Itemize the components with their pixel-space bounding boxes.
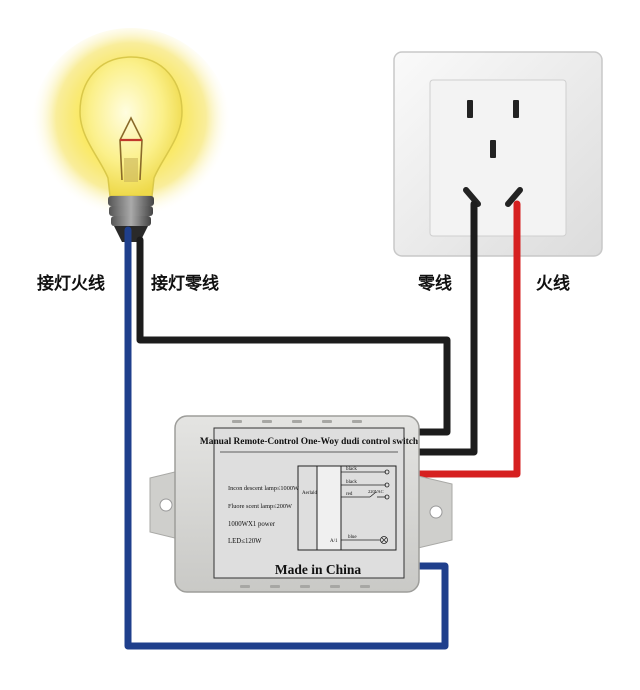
- spec-incandescent: Incon descent lamp≤1000W: [228, 485, 299, 492]
- wire-outlet-live: [414, 200, 521, 478]
- switch-box: Manual Remote-Control One-Woy dudi contr…: [149, 415, 453, 593]
- label-lamp-live: 接灯火线: [37, 274, 105, 294]
- spec-led: LED≤120W: [228, 538, 262, 545]
- switch-title: Manual Remote-Control One-Woy dudi contr…: [200, 437, 419, 447]
- made-in-label: Made in China: [275, 562, 362, 577]
- terminal-black-2: black: [346, 480, 357, 485]
- antenna-label: Aerlald: [302, 491, 317, 496]
- spec-power: 1000WX1 power: [228, 521, 276, 528]
- supply-label: 220VAC: [368, 489, 384, 494]
- label-outlet-neutral: 零线: [418, 274, 452, 294]
- label-outlet-live: 火线: [536, 274, 570, 294]
- wire-outlet-neutral: [414, 200, 478, 456]
- wire-lamp-neutral: [136, 236, 451, 436]
- wall-outlet-icon: [393, 51, 603, 257]
- terminal-blue: blue: [348, 535, 357, 540]
- light-bulb-icon: [31, 28, 231, 242]
- wire-lamp-live: [124, 226, 449, 650]
- output-label: A/1: [330, 539, 338, 544]
- spec-fluorescent: Fluore scent lamp≤200W: [228, 503, 292, 510]
- circuit-schematic: Aerlald A/1 black black red 220VAC blue: [297, 465, 397, 551]
- terminal-red: red: [346, 492, 353, 497]
- terminal-black-1: black: [346, 467, 357, 472]
- lamp-symbol-icon: [380, 536, 388, 544]
- label-lamp-neutral: 接灯零线: [151, 274, 219, 294]
- wires: [124, 200, 521, 650]
